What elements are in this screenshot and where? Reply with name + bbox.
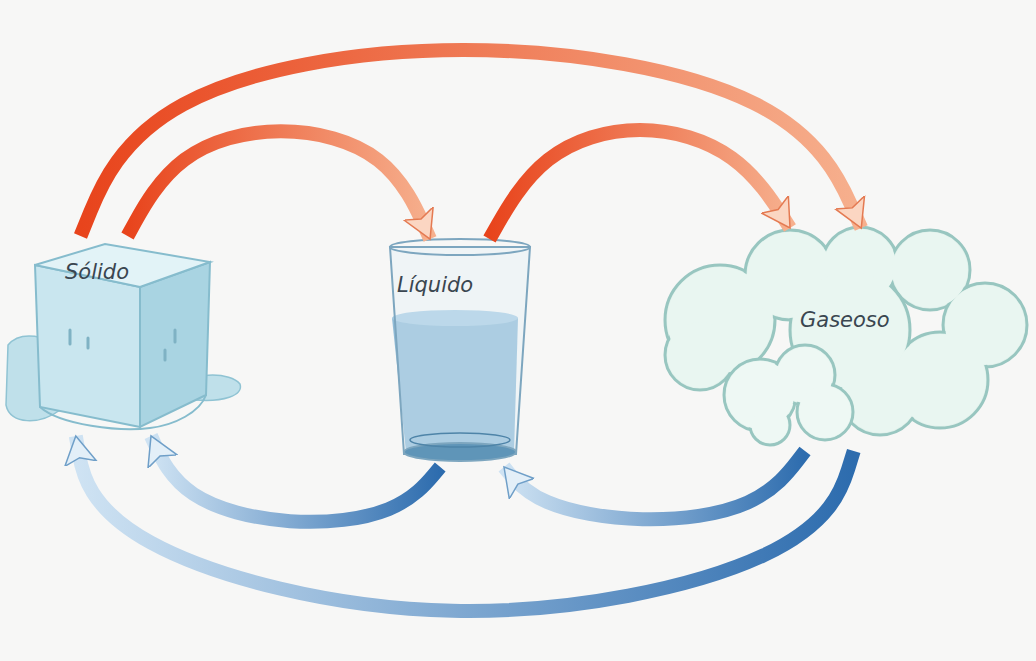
ice-cube — [6, 244, 240, 429]
cooling-arrow — [151, 436, 440, 522]
state-label: Sólido — [65, 260, 129, 284]
cooling-arrow — [76, 436, 854, 611]
cooling-arrow — [504, 451, 805, 519]
glass — [390, 239, 530, 461]
heating-arrow — [128, 131, 431, 239]
heating-arrow — [81, 50, 862, 236]
state-label: Gaseoso — [800, 308, 890, 332]
cloud — [665, 227, 1027, 445]
state-label: Líquido — [397, 273, 473, 297]
gas-state: Gaseoso — [655, 232, 1030, 447]
liquid-state: Líquido — [388, 243, 533, 463]
heating-arrow — [490, 130, 791, 239]
solid-state: Sólido — [10, 240, 245, 432]
